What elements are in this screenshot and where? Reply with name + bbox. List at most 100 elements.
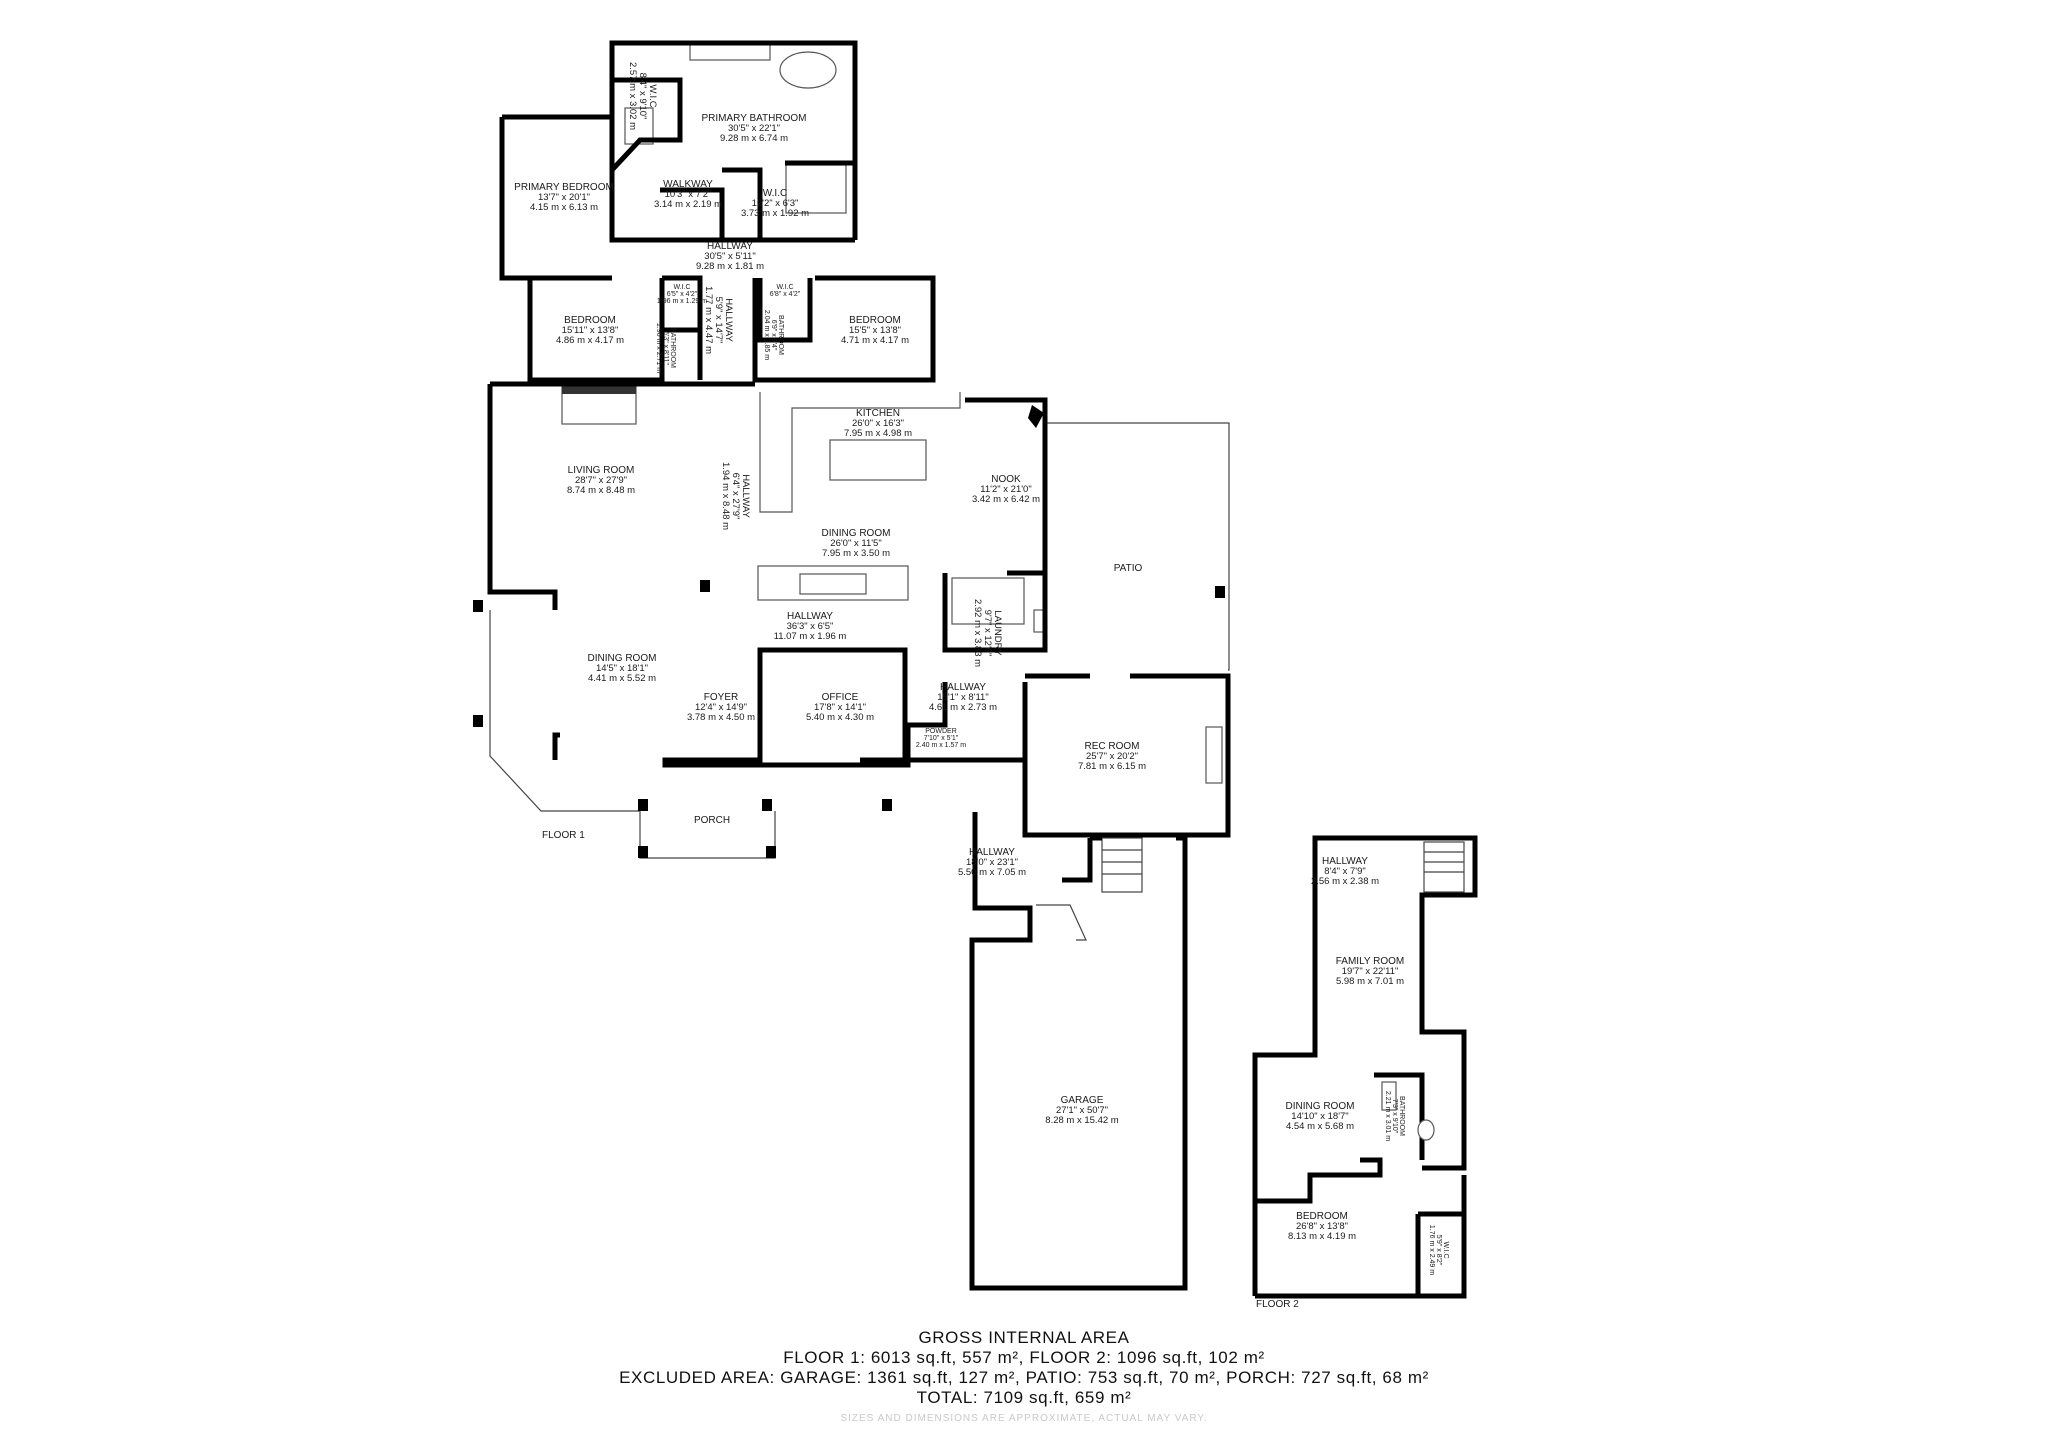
floor2-bath-fixtures — [1381, 1081, 1435, 1141]
svg-text:DINING ROOM: DINING ROOM — [1286, 1101, 1355, 1112]
svg-text:1.76 m x 2.49 m: 1.76 m x 2.49 m — [1428, 1225, 1435, 1275]
svg-text:10'3" x 7'2": 10'3" x 7'2" — [665, 189, 712, 200]
svg-text:6'8" x 4'2": 6'8" x 4'2" — [770, 291, 801, 298]
svg-text:2.57 m x 3.02 m: 2.57 m x 3.02 m — [627, 62, 638, 130]
svg-text:5.50 m x 7.05 m: 5.50 m x 7.05 m — [958, 867, 1026, 878]
kitchen-counters — [757, 392, 961, 601]
area-floors: FLOOR 1: 6013 sq.ft, 557 m², FLOOR 2: 10… — [783, 1348, 1265, 1367]
svg-text:BATHROOM: BATHROOM — [1398, 1096, 1405, 1136]
room-label-kitchen: KITCHEN 26'0" x 16'3" 7.95 m x 4.98 m — [844, 408, 912, 439]
floor2-walls — [1252, 835, 1478, 1299]
svg-text:18'0" x 23'1": 18'0" x 23'1" — [966, 857, 1018, 868]
room-label-hallway-long: HALLWAY 36'3" x 6'5" 11.07 m x 1.96 m — [774, 611, 847, 642]
svg-text:2.21 m x 3.01 m: 2.21 m x 3.01 m — [1384, 1091, 1391, 1141]
svg-text:KITCHEN: KITCHEN — [856, 408, 900, 419]
room-label-bathroom-f2: BATHROOM 7'3" x 9'10" 2.21 m x 3.01 m — [1384, 1091, 1405, 1141]
svg-text:PRIMARY BATHROOM: PRIMARY BATHROOM — [701, 113, 806, 124]
room-label-living-room: LIVING ROOM 28'7" x 27'9" 8.74 m x 8.48 … — [567, 465, 635, 496]
svg-text:17'8" x 14'1": 17'8" x 14'1" — [814, 702, 866, 713]
garage-stairs — [1036, 837, 1143, 941]
svg-text:27'1" x 50'7": 27'1" x 50'7" — [1056, 1105, 1108, 1116]
room-label-wic-a: W.I.C 8'4" x 9'10" 2.57 m x 3.02 m — [627, 62, 658, 130]
room-label-hallway-f2: HALLWAY 8'4" x 7'9" 2.56 m x 2.38 m — [1311, 856, 1379, 887]
svg-text:3.73 m x 1.92 m: 3.73 m x 1.92 m — [741, 208, 809, 219]
svg-text:25'7" x 20'2": 25'7" x 20'2" — [1086, 751, 1138, 762]
svg-text:PATIO: PATIO — [1114, 563, 1143, 574]
svg-text:8'4" x 7'9": 8'4" x 7'9" — [1324, 866, 1366, 877]
svg-text:14'10" x 18'7": 14'10" x 18'7" — [1291, 1111, 1348, 1122]
svg-text:15'5" x 13'8": 15'5" x 13'8" — [849, 325, 901, 336]
svg-text:DINING ROOM: DINING ROOM — [588, 653, 657, 664]
floor1-dark-blocks — [473, 405, 1225, 727]
svg-text:GARAGE: GARAGE — [1061, 1095, 1104, 1106]
room-label-hallway-garage: HALLWAY 18'0" x 23'1" 5.50 m x 7.05 m — [958, 847, 1026, 878]
svg-text:1.77 m x 4.47 m: 1.77 m x 4.47 m — [703, 286, 714, 354]
room-label-primary-bathroom: PRIMARY BATHROOM 30'5" x 22'1" 9.28 m x … — [701, 113, 806, 144]
svg-text:HALLWAY: HALLWAY — [787, 611, 833, 622]
svg-text:9.28 m x 1.81 m: 9.28 m x 1.81 m — [696, 261, 764, 272]
svg-text:30'5" x 5'11": 30'5" x 5'11" — [704, 251, 755, 262]
svg-text:14'5" x 18'1": 14'5" x 18'1" — [596, 663, 648, 674]
svg-text:12'2" x 6'3": 12'2" x 6'3" — [752, 198, 799, 209]
svg-text:FOYER: FOYER — [704, 692, 738, 703]
svg-text:2.56 m x 2.38 m: 2.56 m x 2.38 m — [1311, 876, 1379, 887]
svg-text:7.81 m x 6.15 m: 7.81 m x 6.15 m — [1078, 761, 1146, 772]
svg-text:W.I.C: W.I.C — [776, 284, 793, 291]
svg-text:4.41 m x 5.52 m: 4.41 m x 5.52 m — [588, 673, 656, 684]
svg-text:1.96 m x 1.29 m: 1.96 m x 1.29 m — [657, 298, 707, 305]
room-label-wic-b: W.I.C 12'2" x 6'3" 3.73 m x 1.92 m — [741, 188, 809, 219]
floor2-stairs — [1423, 841, 1465, 893]
area-total: TOTAL: 7109 sq.ft, 659 m² — [916, 1388, 1132, 1407]
room-label-nook: NOOK 11'2" x 21'0" 3.42 m x 6.42 m — [972, 474, 1040, 505]
svg-text:BEDROOM: BEDROOM — [564, 315, 616, 326]
svg-text:26'0" x 11'5": 26'0" x 11'5" — [830, 538, 881, 549]
svg-text:2.04 m x 2.85 m: 2.04 m x 2.85 m — [763, 310, 770, 360]
room-label-patio: PATIO — [1114, 563, 1143, 574]
svg-text:7'10" x 5'1": 7'10" x 5'1" — [924, 735, 959, 742]
room-label-dining-room-main: DINING ROOM 26'0" x 11'5" 7.95 m x 3.50 … — [822, 528, 891, 559]
svg-text:HALLWAY: HALLWAY — [740, 474, 751, 518]
svg-text:3.14 m x 2.19 m: 3.14 m x 2.19 m — [654, 199, 722, 210]
living-fireplace — [561, 385, 637, 425]
area-disclaimer: SIZES AND DIMENSIONS ARE APPROXIMATE, AC… — [840, 1413, 1208, 1424]
svg-text:7'3" x 9'10": 7'3" x 9'10" — [1391, 1099, 1398, 1134]
svg-text:30'5" x 22'1": 30'5" x 22'1" — [728, 123, 780, 134]
svg-text:9'7" x 12'6": 9'7" x 12'6" — [982, 610, 993, 657]
svg-text:7.95 m x 4.98 m: 7.95 m x 4.98 m — [844, 428, 912, 439]
floor2-text: FLOOR 2 — [1256, 1299, 1299, 1310]
svg-text:4.15 m x 6.13 m: 4.15 m x 6.13 m — [530, 202, 598, 213]
svg-text:BATHROOM: BATHROOM — [777, 315, 784, 355]
svg-text:1.90 m x 2.71 m: 1.90 m x 2.71 m — [655, 323, 662, 373]
room-label-bathroom-c: BATHROOM 6'3" x 8'11" 1.90 m x 2.71 m — [655, 323, 676, 373]
svg-text:2.92 m x 3.83 m: 2.92 m x 3.83 m — [972, 599, 983, 667]
room-label-bedroom-left: BEDROOM 15'11" x 13'8" 4.86 m x 4.17 m — [556, 315, 624, 346]
svg-text:4.71 m x 4.17 m: 4.71 m x 4.17 m — [841, 335, 909, 346]
svg-text:5'9" x 14'7": 5'9" x 14'7" — [713, 297, 724, 344]
room-label-wic-f2: W.I.C 5'9" x 8'2" 1.76 m x 2.49 m — [1428, 1225, 1449, 1275]
svg-text:6'9" x 9'4": 6'9" x 9'4" — [770, 320, 777, 351]
svg-text:W.I.C: W.I.C — [763, 188, 787, 199]
area-title: GROSS INTERNAL AREA — [918, 1328, 1130, 1347]
svg-text:8'4" x 9'10": 8'4" x 9'10" — [637, 73, 648, 120]
floor1-walls — [487, 40, 1231, 1291]
svg-text:HALLWAY: HALLWAY — [723, 298, 734, 342]
svg-text:6'4" x 27'9": 6'4" x 27'9" — [730, 473, 741, 520]
svg-text:HALLWAY: HALLWAY — [707, 241, 753, 252]
room-label-dining-room-front: DINING ROOM 14'5" x 18'1" 4.41 m x 5.52 … — [588, 653, 657, 684]
rec-room-fireplace — [1205, 726, 1223, 784]
dining-bay-outline — [489, 610, 637, 812]
svg-text:NOOK: NOOK — [991, 474, 1021, 485]
room-label-primary-bedroom: PRIMARY BEDROOM 13'7" x 20'1" 4.15 m x 6… — [514, 182, 614, 213]
patio-outline — [1045, 422, 1230, 671]
svg-text:3.42 m x 6.42 m: 3.42 m x 6.42 m — [972, 494, 1040, 505]
svg-text:11.07 m x 1.96 m: 11.07 m x 1.96 m — [774, 631, 847, 642]
svg-text:W.I.C: W.I.C — [1442, 1241, 1449, 1258]
svg-text:5'9" x 8'2": 5'9" x 8'2" — [1435, 1235, 1442, 1266]
room-label-rec-room: REC ROOM 25'7" x 20'2" 7.81 m x 6.15 m — [1078, 741, 1146, 772]
room-label-walkway: WALKWAY 10'3" x 7'2" 3.14 m x 2.19 m — [654, 179, 722, 210]
room-label-bathroom-d: BATHROOM 6'9" x 9'4" 2.04 m x 2.85 m — [763, 310, 784, 360]
svg-text:POWDER: POWDER — [925, 728, 957, 735]
svg-text:28'7" x 27'9": 28'7" x 27'9" — [575, 475, 627, 486]
svg-text:2.40 m x 1.57 m: 2.40 m x 1.57 m — [916, 742, 966, 749]
